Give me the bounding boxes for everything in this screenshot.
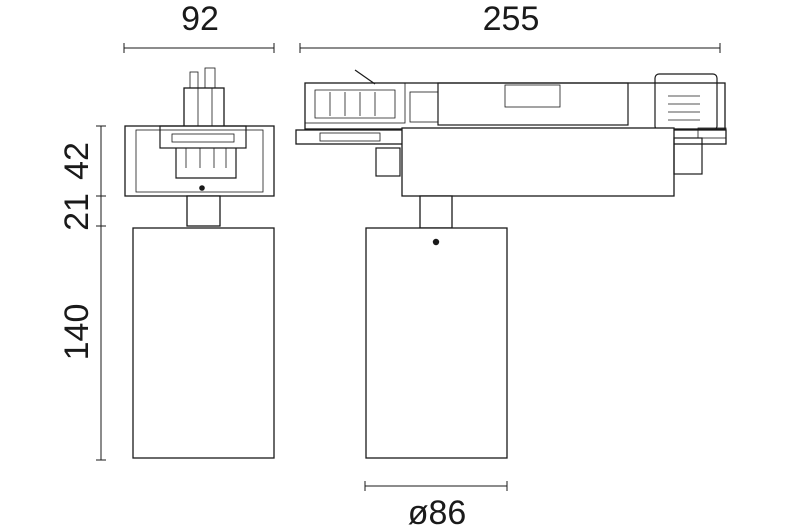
front-view	[124, 67, 275, 459]
dimension-top-length: 255	[299, 0, 721, 53]
front-contact-pin	[189, 71, 199, 89]
side-adapter-center	[437, 82, 629, 126]
side-adapter-housing	[401, 127, 675, 197]
dimension-bottom-diameter: ø86	[364, 481, 508, 529]
dimension-label-diameter: ø86	[408, 494, 467, 529]
front-adapter-top	[183, 87, 225, 129]
front-housing-inner	[135, 129, 264, 193]
front-screw	[199, 185, 205, 191]
dimension-left-heights: 42 21 140	[58, 125, 106, 461]
front-mechanism	[159, 125, 247, 149]
dimension-label-140: 140	[58, 304, 96, 361]
side-adapter-window	[504, 84, 561, 108]
front-adapter-housing	[124, 125, 275, 197]
dimension-top-width: 92	[123, 0, 275, 53]
front-spot-body	[132, 227, 275, 459]
side-side-block	[375, 147, 401, 177]
front-stem	[186, 195, 221, 227]
dimension-label-92: 92	[181, 0, 219, 38]
dimension-label-21: 21	[58, 193, 96, 231]
dimension-label-255: 255	[483, 0, 540, 38]
dimension-label-42: 42	[58, 142, 96, 180]
side-stem	[419, 195, 453, 229]
side-screw	[432, 238, 440, 246]
side-right-block	[673, 137, 703, 175]
side-adapter-left-block	[304, 82, 406, 124]
side-spot-body	[365, 227, 508, 459]
side-view	[295, 69, 727, 459]
side-lever	[354, 69, 376, 85]
front-contact-pin	[204, 67, 216, 89]
front-mechanism-lower	[175, 148, 237, 179]
